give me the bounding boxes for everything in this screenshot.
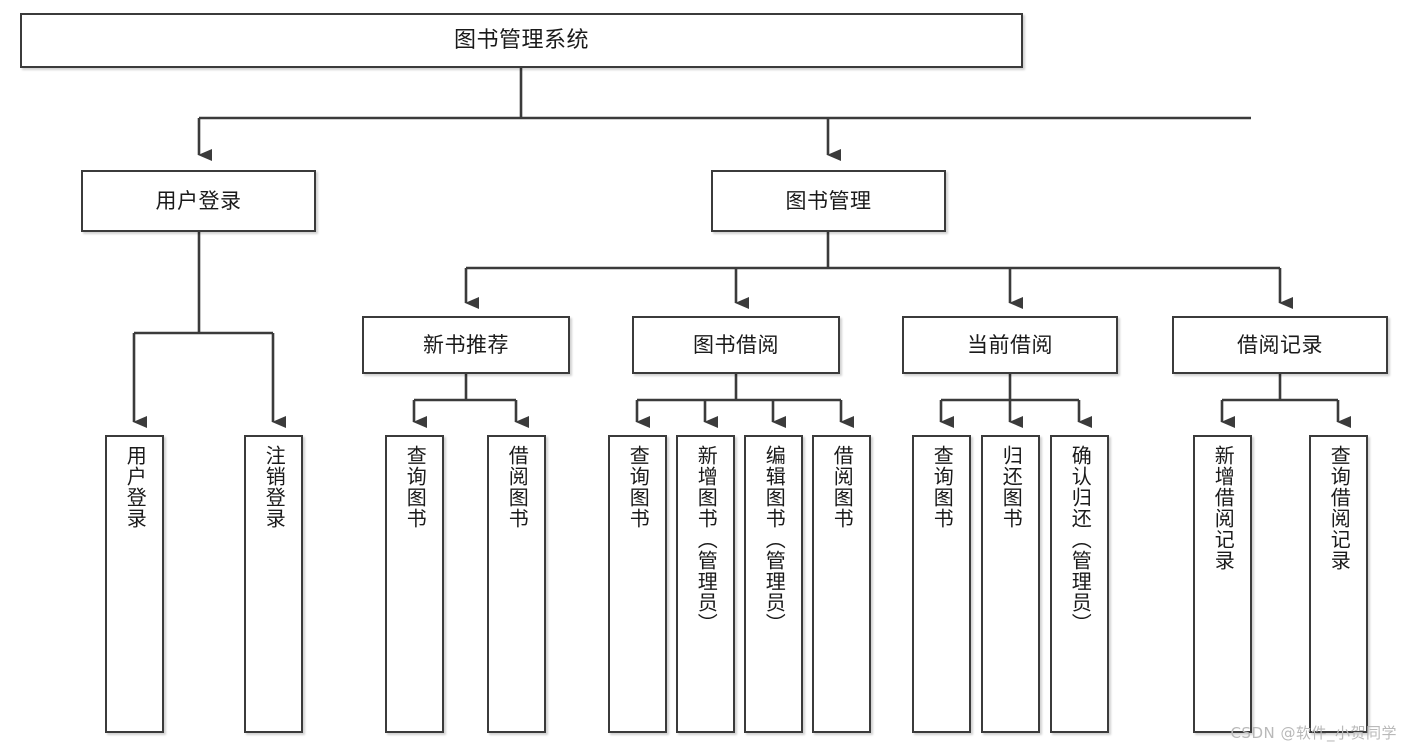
- node-current-borrow[interactable]: 当前借阅: [902, 316, 1118, 374]
- leaf-user-login-label: 用户登录: [123, 445, 148, 529]
- node-book-borrow[interactable]: 图书借阅: [632, 316, 840, 374]
- node-book-borrow-label: 图书借阅: [693, 332, 779, 357]
- leaf-newbook-borrow-book[interactable]: 借阅图书: [487, 435, 546, 733]
- leaf-currentborrow-confirm-return-label: 确认归还（管理员）: [1068, 445, 1093, 634]
- leaf-logout-label: 注销登录: [262, 445, 287, 529]
- node-root-system[interactable]: 图书管理系统: [20, 13, 1023, 68]
- node-user-login[interactable]: 用户登录: [81, 170, 316, 232]
- leaf-currentborrow-query-book[interactable]: 查询图书: [912, 435, 971, 733]
- leaf-bookborrow-add-book[interactable]: 新增图书（管理员）: [676, 435, 735, 733]
- leaf-bookborrow-borrow-book[interactable]: 借阅图书: [812, 435, 871, 733]
- leaf-newbook-query-book-label: 查询图书: [403, 445, 428, 529]
- leaf-bookborrow-edit-book[interactable]: 编辑图书（管理员）: [744, 435, 803, 733]
- csdn-watermark: CSDN @软件_小贺同学: [1230, 724, 1397, 742]
- node-book-management-label: 图书管理: [785, 188, 872, 213]
- leaf-user-login[interactable]: 用户登录: [105, 435, 164, 733]
- leaf-currentborrow-confirm-return[interactable]: 确认归还（管理员）: [1050, 435, 1109, 733]
- leaf-bookborrow-edit-book-label: 编辑图书（管理员）: [762, 445, 787, 634]
- node-new-book-recommend-label: 新书推荐: [423, 332, 509, 357]
- leaf-logout[interactable]: 注销登录: [244, 435, 303, 733]
- leaf-bookborrow-query-book-label: 查询图书: [626, 445, 651, 529]
- leaf-bookborrow-borrow-book-label: 借阅图书: [830, 445, 855, 529]
- node-new-book-recommend[interactable]: 新书推荐: [362, 316, 570, 374]
- node-user-login-label: 用户登录: [155, 188, 242, 213]
- leaf-currentborrow-query-book-label: 查询图书: [930, 445, 955, 529]
- leaf-bookborrow-query-book[interactable]: 查询图书: [608, 435, 667, 733]
- leaf-borrowrecord-query-record[interactable]: 查询借阅记录: [1309, 435, 1368, 733]
- leaf-newbook-borrow-book-label: 借阅图书: [505, 445, 530, 529]
- node-root-system-label: 图书管理系统: [453, 27, 589, 53]
- node-borrow-record[interactable]: 借阅记录: [1172, 316, 1388, 374]
- leaf-borrowrecord-add-record-label: 新增借阅记录: [1211, 445, 1236, 571]
- node-book-management[interactable]: 图书管理: [711, 170, 946, 232]
- leaf-borrowrecord-add-record[interactable]: 新增借阅记录: [1193, 435, 1252, 733]
- node-borrow-record-label: 借阅记录: [1237, 332, 1323, 357]
- leaf-bookborrow-add-book-label: 新增图书（管理员）: [694, 445, 719, 634]
- leaf-currentborrow-return-book[interactable]: 归还图书: [981, 435, 1040, 733]
- node-current-borrow-label: 当前借阅: [967, 332, 1053, 357]
- leaf-currentborrow-return-book-label: 归还图书: [999, 445, 1024, 529]
- leaf-borrowrecord-query-record-label: 查询借阅记录: [1327, 445, 1352, 571]
- leaf-newbook-query-book[interactable]: 查询图书: [385, 435, 444, 733]
